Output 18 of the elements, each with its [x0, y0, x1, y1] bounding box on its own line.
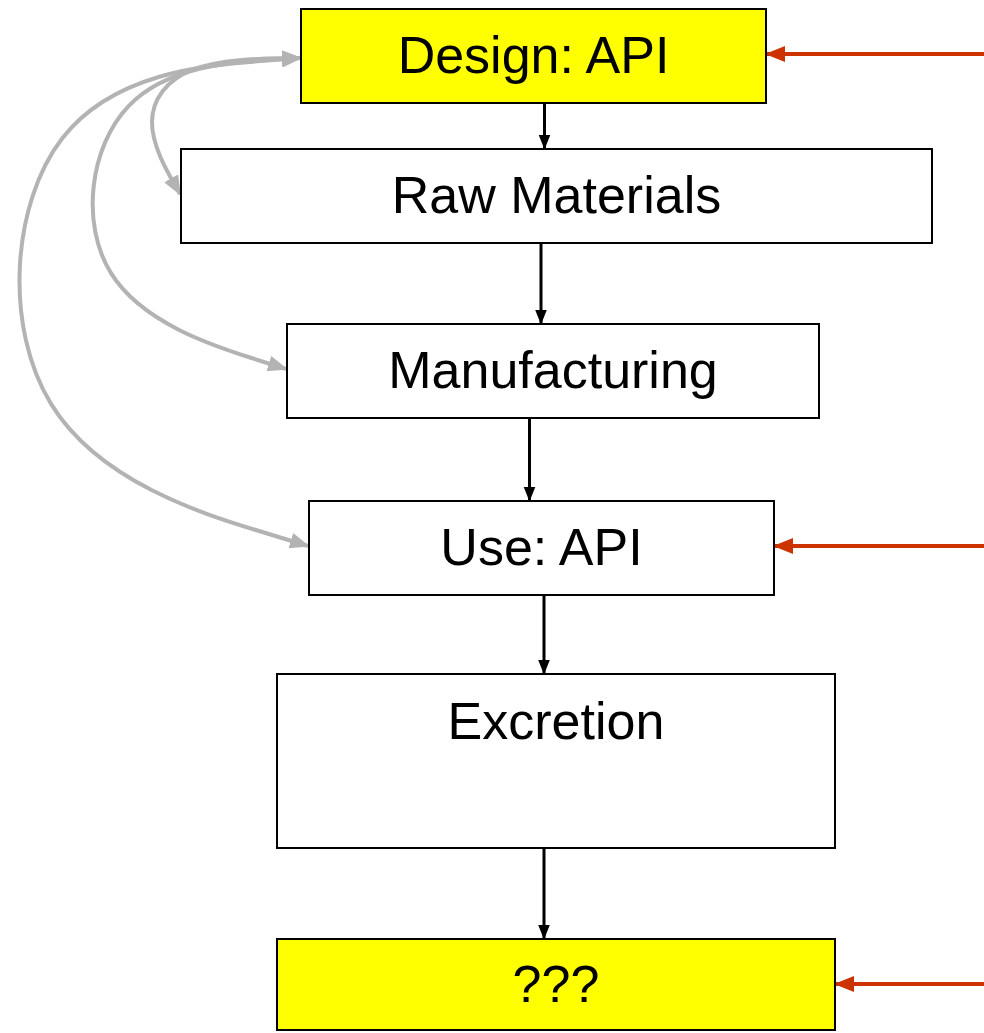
process-box: [308, 500, 775, 596]
box-label: Raw Materials: [391, 167, 722, 225]
arrow: [538, 596, 550, 675]
process-box: [286, 323, 820, 419]
process-box: [276, 673, 836, 849]
arrow: [538, 849, 550, 940]
arrow: [538, 104, 551, 150]
box-label: Excretion: [447, 693, 665, 751]
process-box: [180, 148, 933, 244]
arrow: [535, 244, 547, 325]
box-label: ???: [512, 955, 600, 1014]
process-box: [276, 938, 836, 1031]
arrow: [523, 419, 536, 502]
process-box: [300, 8, 767, 104]
box-label: Manufacturing: [388, 342, 718, 400]
box-label: Use: API: [440, 519, 643, 577]
box-label: Design: API: [397, 27, 670, 85]
arrow: [17, 51, 310, 549]
